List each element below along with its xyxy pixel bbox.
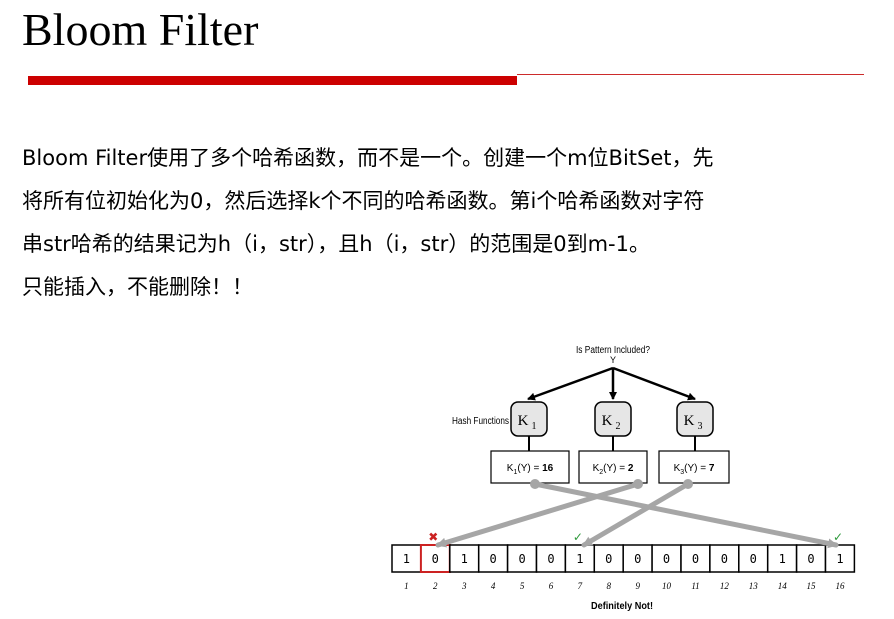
bit-position-label: 4 bbox=[491, 581, 496, 591]
bit-value: 0 bbox=[489, 552, 496, 566]
hash-result-text: K3(Y) = 7 bbox=[674, 463, 715, 476]
bit-position-label: 14 bbox=[778, 581, 788, 591]
bit-position-label: 8 bbox=[607, 581, 612, 591]
hash-function-k1: K 1 bbox=[510, 401, 548, 437]
bit-cell bbox=[506, 544, 538, 573]
hash-function-subscript: 1 bbox=[532, 421, 537, 432]
hash-function-box bbox=[594, 401, 632, 437]
bit-cell bbox=[391, 544, 422, 573]
bit-position-label: 10 bbox=[662, 581, 672, 591]
bit-cell bbox=[449, 544, 480, 573]
result-text: Definitely Not! bbox=[591, 601, 653, 612]
bit-value: 0 bbox=[432, 552, 439, 566]
bit-value: 0 bbox=[721, 552, 728, 566]
bit-check-marks: ✖ ✓ ✓ bbox=[428, 530, 843, 544]
bit-position-label: 9 bbox=[635, 581, 640, 591]
bit-cell bbox=[766, 544, 798, 573]
hash-to-result-connectors bbox=[528, 436, 696, 451]
description-paragraph: Bloom Filter使用了多个哈希函数，而不是一个。创建一个m位BitSet… bbox=[22, 137, 872, 309]
bit-value: 1 bbox=[576, 552, 583, 566]
bit-position-label: 1 bbox=[404, 581, 409, 591]
hash-result-k3: K3(Y) = 7 bbox=[658, 450, 730, 484]
bit-value: 0 bbox=[547, 552, 554, 566]
bit-position-label: 15 bbox=[807, 581, 817, 591]
hash-function-k3: K 3 bbox=[676, 401, 714, 437]
hash-result-box bbox=[490, 450, 570, 484]
bit-value: 0 bbox=[518, 552, 525, 566]
bit-position-label: 7 bbox=[578, 581, 583, 591]
bit-position-label: 12 bbox=[720, 581, 730, 591]
hit-check-icon: ✓ bbox=[833, 530, 843, 544]
hash-function-name: K bbox=[518, 413, 529, 429]
description-line: Bloom Filter使用了多个哈希函数，而不是一个。创建一个m位BitSet… bbox=[22, 146, 714, 170]
bit-cell bbox=[795, 544, 827, 573]
arrow-origin-dots bbox=[530, 479, 693, 489]
bit-position-label: 3 bbox=[461, 581, 467, 591]
description-line: 将所有位初始化为0，然后选择k个不同的哈希函数。第i个哈希函数对字符 bbox=[22, 189, 705, 213]
bit-position-label: 11 bbox=[691, 581, 699, 591]
hash-function-name: K bbox=[684, 413, 695, 429]
hash-function-subscript: 2 bbox=[616, 421, 621, 432]
hash-result-box bbox=[578, 450, 648, 484]
bit-array: 1 0 1 0 0 0 1 0 0 0 0 0 0 1 0 1 bbox=[391, 544, 856, 573]
mapping-arrow-k2 bbox=[435, 481, 641, 548]
bit-value: 1 bbox=[836, 552, 843, 566]
bit-cell bbox=[622, 544, 653, 573]
bit-value: 0 bbox=[634, 552, 641, 566]
hash-function-k2: K 2 bbox=[594, 401, 632, 437]
miss-mark-icon: ✖ bbox=[428, 530, 438, 544]
bit-value: 1 bbox=[403, 552, 410, 566]
hash-function-box bbox=[510, 401, 548, 437]
title-underline-thick bbox=[28, 76, 517, 85]
hit-check-icon: ✓ bbox=[573, 530, 583, 544]
mapping-arrow-k1 bbox=[532, 481, 839, 549]
hash-function-name: K bbox=[602, 413, 613, 429]
mapping-arrow-k3 bbox=[581, 481, 691, 548]
title-underline-thin bbox=[517, 74, 864, 75]
bit-cell bbox=[651, 544, 682, 573]
query-question: Is Pattern Included? bbox=[576, 345, 650, 356]
bit-cell bbox=[680, 544, 711, 573]
bit-cell bbox=[738, 544, 769, 573]
bit-position-label: 16 bbox=[836, 581, 846, 591]
query-input-symbol: Y bbox=[610, 355, 616, 365]
bit-value: 1 bbox=[461, 552, 468, 566]
page-title: Bloom Filter bbox=[22, 4, 259, 55]
bit-cell bbox=[824, 544, 856, 573]
hash-result-box bbox=[658, 450, 730, 484]
hash-mapping-arrows bbox=[435, 481, 839, 549]
bit-position-label: 13 bbox=[749, 581, 759, 591]
bit-value: 0 bbox=[807, 552, 814, 566]
description-line: 串str哈希的结果记为h（i，str），且h（i，str）的范围是0到m-1。 bbox=[22, 232, 650, 256]
hash-result-k2: K2(Y) = 2 bbox=[578, 450, 648, 484]
bit-value: 0 bbox=[663, 552, 670, 566]
hash-functions-label: Hash Functions bbox=[452, 416, 509, 427]
bit-position-label: 5 bbox=[520, 581, 525, 591]
hash-result-text: K2(Y) = 2 bbox=[593, 463, 634, 476]
hash-function-box bbox=[676, 401, 714, 437]
bit-value: 0 bbox=[750, 552, 757, 566]
bit-position-label: 6 bbox=[549, 581, 554, 591]
bit-value: 0 bbox=[605, 552, 612, 566]
bit-value: 1 bbox=[779, 552, 786, 566]
bit-cell bbox=[535, 544, 567, 573]
query-branch-arrows bbox=[527, 366, 696, 401]
hash-function-subscript: 3 bbox=[698, 421, 703, 432]
bit-position-label: 2 bbox=[433, 581, 438, 591]
hash-result-k1: K1(Y) = 16 bbox=[490, 450, 570, 484]
description-line: 只能插入，不能删除！！ bbox=[22, 275, 253, 299]
hash-result-text: K1(Y) = 16 bbox=[507, 463, 554, 476]
bit-value: 0 bbox=[692, 552, 699, 566]
bit-cell bbox=[564, 544, 596, 573]
bit-cell bbox=[593, 544, 624, 573]
